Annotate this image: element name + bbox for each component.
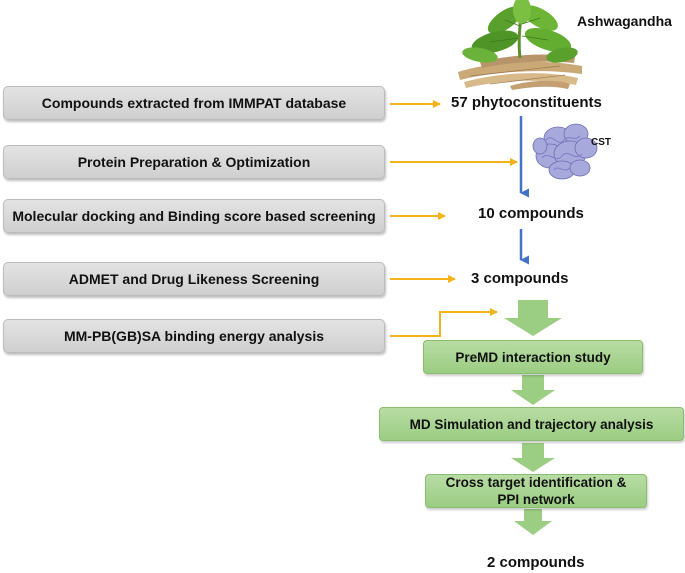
result-57-phytoconstituents: 57 phytoconstituents <box>451 94 602 111</box>
step-md-simulation: MD Simulation and trajectory analysis <box>379 407 684 441</box>
green-arrow-1 <box>504 300 562 336</box>
step-mmpbgbsa-analysis: MM-PB(GB)SA binding energy analysis <box>3 319 385 353</box>
step-premd-interaction: PreMD interaction study <box>423 340 643 374</box>
green-arrow-3 <box>511 443 555 472</box>
green-arrow-4 <box>514 509 552 535</box>
step-protein-preparation: Protein Preparation & Optimization <box>3 145 385 179</box>
step-compound-extraction: Compounds extracted from IMMPAT database <box>3 86 385 120</box>
plant-name: Ashwagandha <box>577 13 672 29</box>
step-molecular-docking: Molecular docking and Binding score base… <box>3 199 385 233</box>
step-cross-target-ppi: Cross target identification & PPI networ… <box>425 474 647 508</box>
cst-protein-structure-image <box>532 123 598 180</box>
step-admet-screening: ADMET and Drug Likeness Screening <box>3 262 385 296</box>
ashwagandha-plant-image <box>458 0 582 90</box>
protein-label: CST <box>591 137 611 148</box>
yellow-arrow-5 <box>390 308 498 337</box>
result-2-compounds: 2 compounds <box>487 554 585 571</box>
green-arrow-2 <box>511 375 555 405</box>
result-3-compounds: 3 compounds <box>471 270 569 287</box>
result-10-compounds: 10 compounds <box>478 205 584 222</box>
